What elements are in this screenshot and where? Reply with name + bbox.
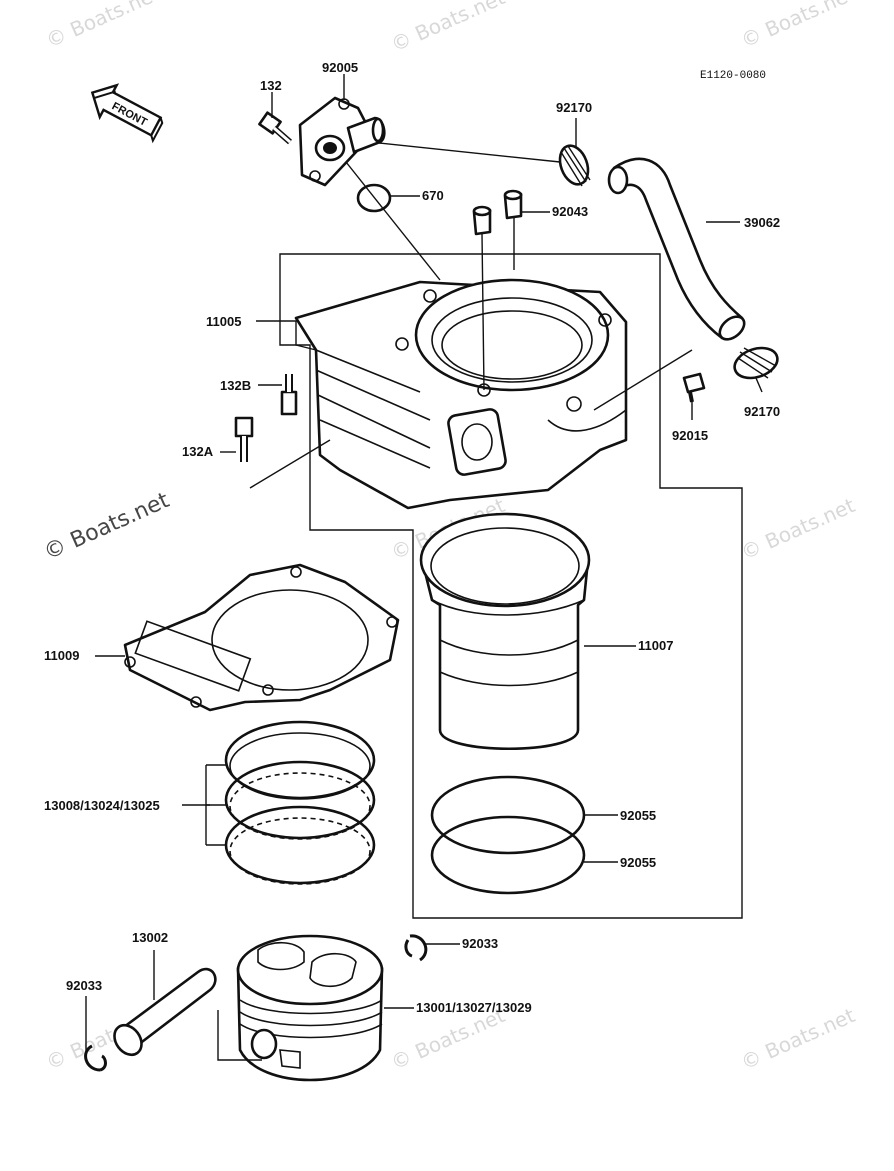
callout-92033-left: 92033 [66, 978, 102, 993]
cylinder-sleeve-part [419, 512, 591, 751]
callout-11009: 11009 [44, 648, 79, 663]
callout-92170-top: 92170 [556, 100, 592, 115]
piston-pin-part [113, 967, 217, 1057]
callout-92033-right: 92033 [462, 936, 498, 951]
callout-92055-a: 92055 [620, 808, 656, 823]
piston-rings-part [224, 720, 376, 885]
callout-132: 132 [260, 78, 282, 93]
callout-132b: 132B [220, 378, 251, 393]
callout-11007: 11007 [638, 638, 673, 653]
circlip-right-part [404, 934, 428, 962]
callout-13001: 13001/13027/13029 [416, 1000, 532, 1015]
callout-92015: 92015 [672, 428, 708, 443]
callout-labels: 92005 132 92170 670 92043 39062 11005 13… [44, 60, 780, 1015]
front-arrow-icon: FRONT [90, 83, 164, 144]
callout-13002: 13002 [132, 930, 168, 945]
watermark: © Boats.net [387, 0, 508, 57]
watermark: © Boats.net [737, 493, 858, 565]
watermark: © Boats.net [42, 0, 163, 53]
bolt-132b-part [280, 374, 298, 416]
callout-92005: 92005 [322, 60, 358, 75]
bolt-132-part [258, 111, 292, 145]
drain-plug-part [682, 372, 706, 403]
callout-132a: 132A [182, 444, 214, 459]
callout-92170-bottom: 92170 [744, 404, 780, 419]
watermark: © Boats.net [40, 488, 173, 566]
group-frame [279, 253, 743, 919]
circlip-left-part [84, 1044, 107, 1072]
callout-11005: 11005 [206, 314, 241, 329]
leader-lines [85, 74, 763, 1061]
callout-670: 670 [422, 188, 444, 203]
hose-clamp-part [558, 144, 591, 187]
watermark: © Boats.net [737, 0, 858, 53]
diagram-code: E1120-0080 [700, 70, 766, 82]
o-rings-92055-part [430, 775, 586, 895]
bolt-132a-part [234, 416, 254, 462]
callout-92055-b: 92055 [620, 855, 656, 870]
watermark: © Boats.net [737, 1003, 858, 1075]
piston-part [236, 934, 384, 1082]
dowel-pins-part [472, 189, 523, 236]
cylinder-block-part [294, 278, 628, 510]
callout-92043: 92043 [552, 204, 588, 219]
radiator-hose-part [607, 157, 746, 341]
hose-clamp-part [733, 346, 779, 380]
callout-39062: 39062 [744, 215, 780, 230]
head-gasket-part [123, 563, 400, 712]
water-fitting-part [298, 96, 386, 187]
callout-13008: 13008/13024/13025 [44, 798, 160, 813]
